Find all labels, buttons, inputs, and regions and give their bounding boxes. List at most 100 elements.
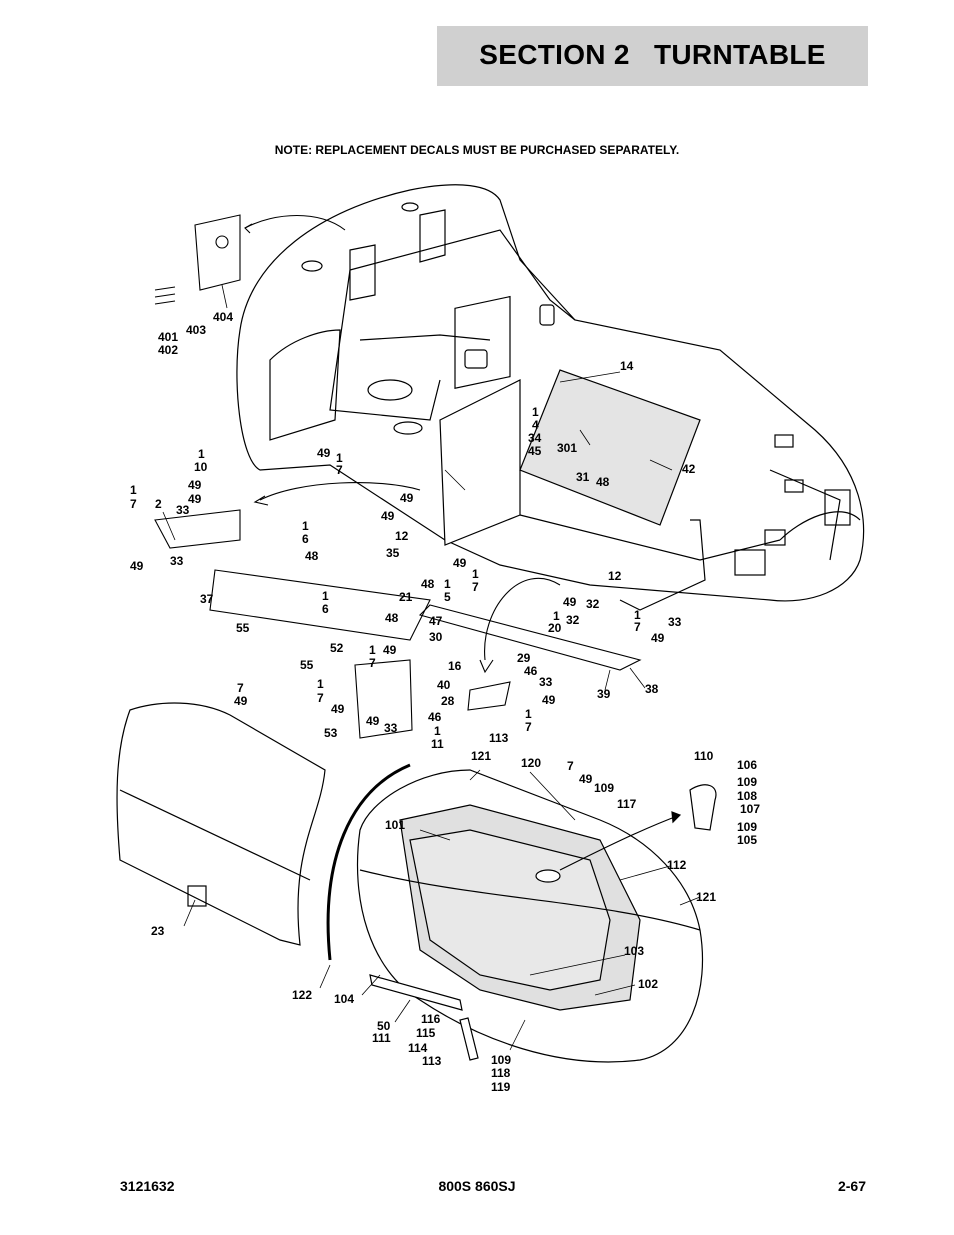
callout-55: 55 [300, 658, 314, 672]
callout-40: 40 [437, 678, 451, 692]
callout-49: 49 [579, 772, 593, 786]
callout-120: 120 [521, 756, 541, 770]
part-number: 3121632 [120, 1178, 175, 1194]
model-name: 800S 860SJ [438, 1178, 516, 1194]
callout-119: 119 [491, 1080, 511, 1094]
callout-117: 117 [617, 797, 637, 811]
callout-7: 7 [472, 580, 479, 594]
turntable-frame [236, 184, 865, 611]
callout-121: 121 [471, 749, 491, 763]
callout-49: 49 [331, 702, 345, 716]
callout-401: 401 [158, 330, 178, 344]
callout-52: 52 [330, 641, 344, 655]
arrow-bracket [484, 577, 561, 661]
callout-49: 49 [366, 714, 380, 728]
callout-1: 1 [525, 707, 532, 721]
plate-37 [209, 569, 431, 641]
callout-14: 14 [620, 359, 634, 373]
callout-404: 404 [213, 310, 233, 324]
callout-101: 101 [385, 818, 405, 832]
side-cover-23 [116, 702, 326, 946]
callout-46: 46 [524, 664, 538, 678]
arrow-404 [244, 215, 346, 231]
callout-34: 34 [528, 431, 542, 445]
callout-102: 102 [638, 977, 658, 991]
lifting-bracket-404 [194, 214, 241, 291]
callout-11: 11 [431, 737, 444, 751]
callout-45: 45 [528, 444, 542, 458]
callout-403: 403 [186, 323, 206, 337]
callout-1: 1 [302, 519, 309, 533]
callout-301: 301 [557, 441, 577, 455]
callout-103: 103 [624, 944, 644, 958]
callout-7: 7 [567, 759, 574, 773]
callout-32: 32 [586, 597, 600, 611]
callout-1: 1 [198, 447, 205, 461]
callout-7: 7 [336, 463, 343, 477]
callout-leaders [162, 284, 701, 1051]
callout-46: 46 [428, 710, 442, 724]
callout-39: 39 [597, 687, 611, 701]
callout-5: 5 [444, 590, 451, 604]
callout-7: 7 [369, 656, 376, 670]
callout-1: 1 [472, 567, 479, 581]
callout-35: 35 [386, 546, 400, 560]
callout-37: 37 [200, 592, 214, 606]
callout-33: 49 [400, 491, 414, 505]
callout-109: 109 [594, 781, 614, 795]
callout-30: 30 [429, 630, 443, 644]
callout-1: 1 [553, 609, 560, 623]
callout-1: 1 [532, 405, 539, 419]
callout-109: 109 [737, 775, 757, 789]
hood-cover [357, 769, 717, 1063]
callout-38: 38 [645, 682, 659, 696]
callout-labels: 404 403 401 402 14 1 4 34 45 301 31 48 4… [130, 310, 760, 1094]
callout-109: 109 [737, 820, 757, 834]
callout-47: 47 [429, 614, 443, 628]
section-header: SECTION 2 TURNTABLE [437, 26, 868, 86]
callout-116: 116 [421, 1012, 441, 1026]
callout-109: 109 [491, 1053, 511, 1067]
callout-42: 42 [682, 462, 696, 476]
callout-33: 33 [668, 615, 682, 629]
callout-110: 110 [694, 749, 714, 763]
callout-122: 122 [292, 988, 312, 1002]
callout-12: 12 [395, 529, 409, 543]
callout-1: 1 [336, 451, 343, 465]
arrow-frame [259, 482, 421, 501]
callout-16: 16 [448, 659, 462, 673]
callout-105: 105 [737, 833, 757, 847]
callout-33: 33 [539, 675, 553, 689]
callout-29: 29 [517, 651, 531, 665]
callout-1: 1 [322, 589, 329, 603]
callout-33: 33 [176, 503, 190, 517]
callout-107: 107 [740, 802, 760, 816]
callout-53: 53 [324, 726, 338, 740]
callout-21: 21 [399, 590, 413, 604]
callout-121: 121 [696, 890, 716, 904]
callout-113: 113 [422, 1054, 442, 1068]
callout-1: 1 [634, 608, 641, 622]
callout-1: 1 [317, 677, 324, 691]
callout-7: 7 [317, 691, 324, 705]
callout-1: 1 [434, 724, 441, 738]
plate-53 [354, 659, 413, 739]
callout-49: 49 [651, 631, 665, 645]
callout-114: 114 [408, 1041, 428, 1055]
callout-118: 118 [491, 1066, 511, 1080]
callout-49: 49 [317, 446, 331, 460]
callout-49: 49 [453, 556, 467, 570]
callout-49: 49 [188, 478, 202, 492]
callout-49: 49 [234, 694, 248, 708]
loose-parts [154, 214, 642, 739]
callout-48: 48 [596, 475, 610, 489]
callout-50: 50 [377, 1019, 391, 1033]
callout-106: 106 [737, 758, 757, 772]
callout-49: 49 [383, 643, 397, 657]
callout-7: 7 [237, 681, 244, 695]
callout-23: 23 [151, 924, 165, 938]
section-title: SECTION 2 TURNTABLE [479, 39, 826, 70]
callout-31: 31 [576, 470, 590, 484]
callout-1: 1 [130, 483, 137, 497]
